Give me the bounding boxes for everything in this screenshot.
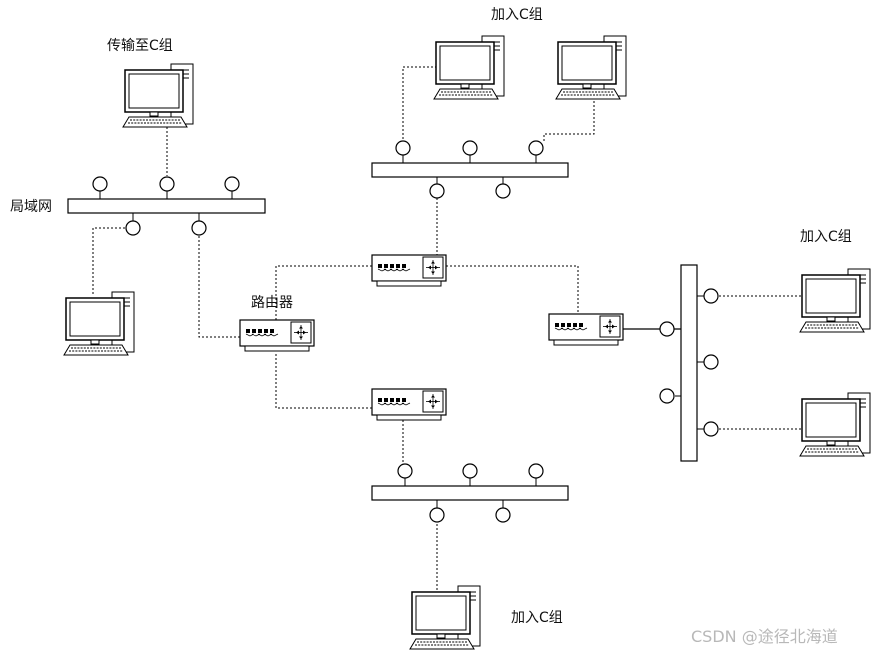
- router-icon-lower: [371, 388, 447, 421]
- dotted-links: [92, 66, 805, 600]
- port-circle: [224, 176, 240, 192]
- lan-bus-bar: [67, 198, 266, 214]
- link-top-pc1: [402, 66, 437, 141]
- label-top-group: 加入C组: [491, 7, 543, 23]
- port-circle: [125, 220, 141, 236]
- port-circle: [495, 507, 511, 523]
- port-circle: [395, 140, 411, 156]
- port-circle: [191, 220, 207, 236]
- link-router-upper: [275, 265, 372, 320]
- label-transfer-group: 传输至C组: [107, 38, 173, 54]
- link-top-pc2: [543, 97, 595, 141]
- port-circle: [703, 421, 719, 437]
- port-circle: [703, 354, 719, 370]
- link-lan-pc: [92, 227, 125, 294]
- port-circle: [159, 176, 175, 192]
- computer-icon-right-2: [799, 392, 871, 457]
- port-circle: [397, 463, 413, 479]
- computer-icon-lan: [63, 291, 135, 356]
- link-router-lower: [275, 354, 372, 409]
- router-icon-upper: [371, 254, 447, 287]
- port-circle: [429, 507, 445, 523]
- port-circle: [659, 321, 675, 337]
- port-circle: [462, 140, 478, 156]
- port-circle: [429, 183, 445, 199]
- bottom-bus: [371, 463, 569, 523]
- port-circle: [528, 140, 544, 156]
- computer-icon-top-2: [555, 35, 627, 100]
- watermark: CSDN @途径北海道: [691, 627, 838, 646]
- lan-bus: [67, 176, 266, 236]
- computer-icon-right-1: [799, 268, 871, 333]
- link-upper-right: [446, 265, 579, 314]
- top-bus: [371, 140, 569, 199]
- link-lan-router: [198, 236, 240, 338]
- top-bus-bar: [371, 162, 569, 178]
- port-circle: [528, 463, 544, 479]
- computer-icon-transfer: [122, 63, 194, 128]
- port-circle: [495, 183, 511, 199]
- label-lan: 局域网: [10, 199, 52, 215]
- port-circle: [659, 388, 675, 404]
- router-icon-right: [548, 313, 624, 346]
- computer-icon-bottom: [409, 585, 481, 650]
- port-circle: [703, 288, 719, 304]
- port-circle: [92, 176, 108, 192]
- right-bus: [659, 264, 719, 462]
- right-bus-bar: [680, 264, 698, 462]
- router-icon-main: [239, 319, 315, 352]
- computer-icon-top-1: [433, 35, 505, 100]
- label-bottom-group: 加入C组: [511, 610, 563, 626]
- bottom-bus-bar: [371, 485, 569, 501]
- label-router: 路由器: [251, 295, 293, 311]
- label-right-group: 加入C组: [800, 229, 852, 245]
- port-circle: [462, 463, 478, 479]
